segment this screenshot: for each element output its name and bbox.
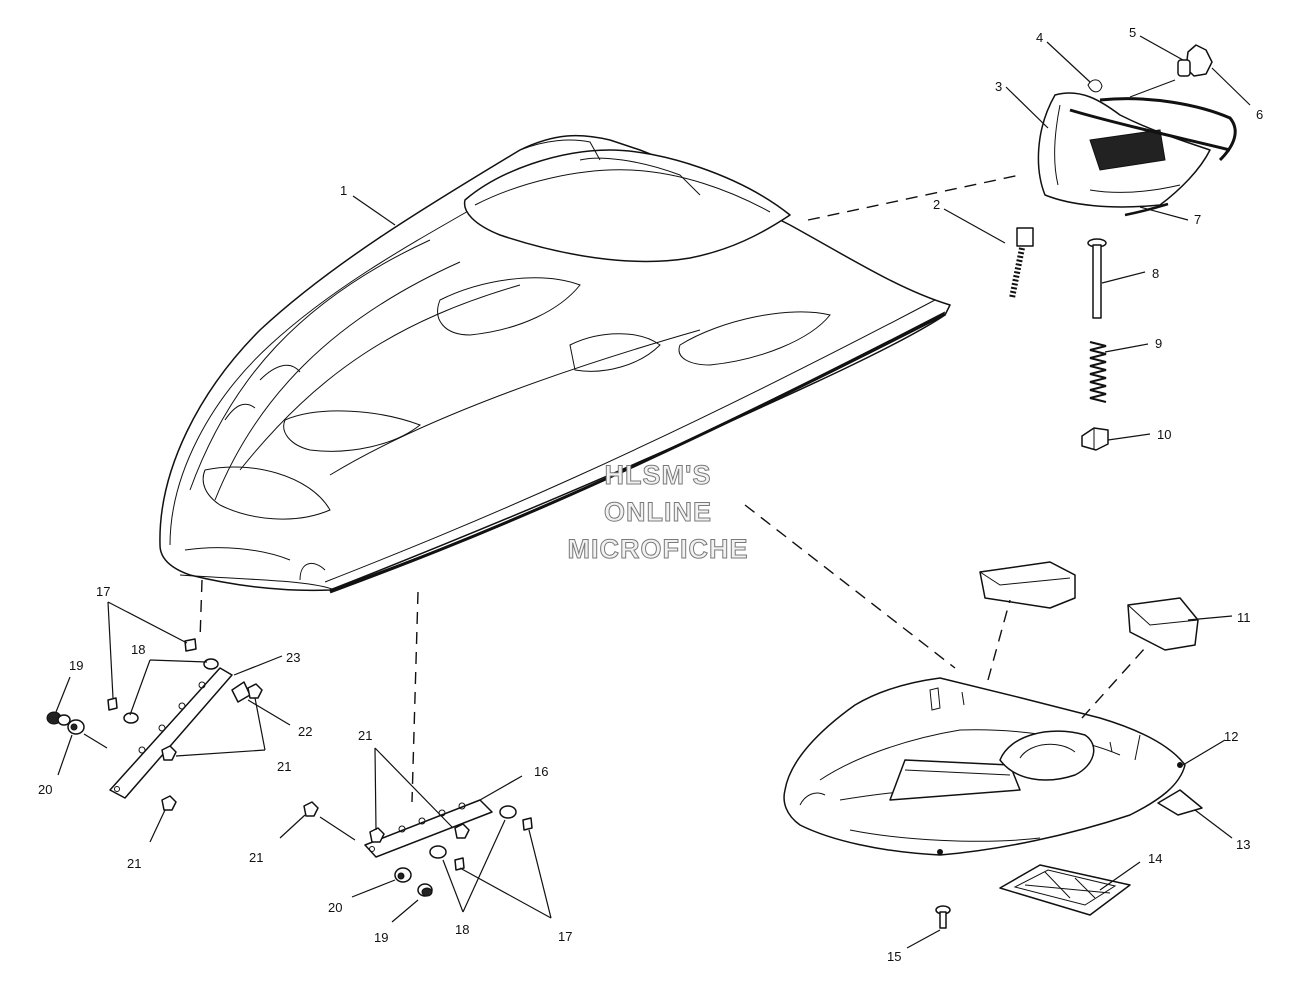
callout-12: 12 <box>1224 729 1238 744</box>
center-bracket-part <box>364 799 493 858</box>
left-hardware <box>46 638 263 811</box>
adjuster-knob-part <box>1081 427 1109 451</box>
callout-13: 13 <box>1236 837 1250 852</box>
center-hardware <box>303 801 533 897</box>
callout-14: 14 <box>1148 851 1162 866</box>
callout-21-left-upper: 21 <box>277 759 291 774</box>
callout-20-center: 20 <box>328 900 342 915</box>
left-bracket-part <box>109 667 251 799</box>
headlight-assembly <box>1037 44 1237 217</box>
callout-20-left: 20 <box>38 782 52 797</box>
callout-6: 6 <box>1256 107 1263 122</box>
callout-21-left-lower: 21 <box>127 856 141 871</box>
assembly-dashed-lines <box>199 174 1146 803</box>
callout-3: 3 <box>995 79 1002 94</box>
callout-23: 23 <box>286 650 300 665</box>
callout-1: 1 <box>340 183 347 198</box>
callout-21-center-left: 21 <box>249 850 263 865</box>
callout-4: 4 <box>1036 30 1043 45</box>
callout-5: 5 <box>1129 25 1136 40</box>
belly-pan-part <box>783 677 1186 856</box>
callout-15: 15 <box>887 949 901 964</box>
callout-21-center-top: 21 <box>358 728 372 743</box>
callout-9: 9 <box>1155 336 1162 351</box>
callout-19-center: 19 <box>374 930 388 945</box>
callout-11: 11 <box>1237 610 1251 625</box>
spring-part <box>1089 341 1107 403</box>
callout-22: 22 <box>298 724 312 739</box>
wire-harness-part <box>1009 227 1034 299</box>
watermark: HLSM'S ONLINE MICROFICHE <box>567 460 749 565</box>
watermark-line-3: MICROFICHE <box>568 534 749 564</box>
foam-block-part <box>979 561 1199 651</box>
callout-8: 8 <box>1152 266 1159 281</box>
callout-16: 16 <box>534 764 548 779</box>
watermark-line-1: HLSM'S <box>605 460 712 490</box>
callout-2: 2 <box>933 197 940 212</box>
adjuster-rod-part <box>1087 238 1107 319</box>
callout-17-left: 17 <box>96 584 110 599</box>
callout-7: 7 <box>1194 212 1201 227</box>
callout-10: 10 <box>1157 427 1171 442</box>
leader-lines <box>55 35 1251 949</box>
decal-part <box>1157 789 1203 816</box>
callout-18-left: 18 <box>131 642 145 657</box>
callout-17-center: 17 <box>558 929 572 944</box>
callout-19-left: 19 <box>69 658 83 673</box>
watermark-line-2: ONLINE <box>604 497 712 527</box>
callout-labels: 1 2 3 4 5 6 7 8 9 10 11 12 13 14 15 16 1… <box>38 25 1263 964</box>
screen-part <box>999 864 1131 916</box>
callout-18-center: 18 <box>455 922 469 937</box>
hood-part <box>159 134 951 594</box>
screw-part <box>935 905 951 929</box>
